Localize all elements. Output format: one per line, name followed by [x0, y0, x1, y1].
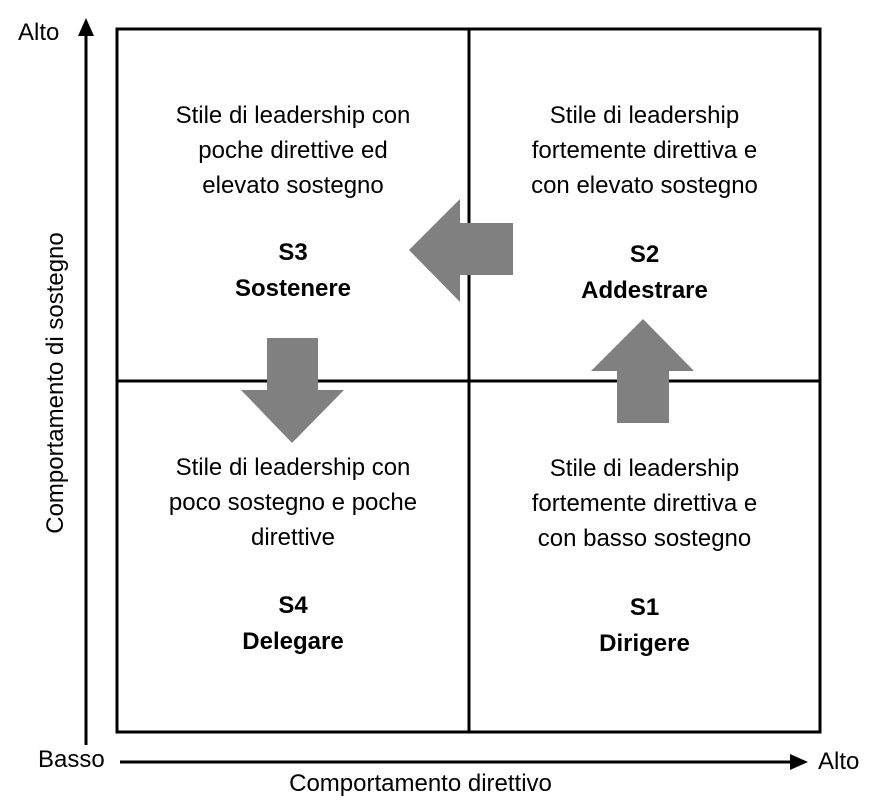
quadrant-s1-description: Stile di leadership fortemente direttiva…	[531, 455, 758, 552]
y-axis-arrowhead	[78, 18, 94, 36]
quadrant-s4-name: Delegare	[242, 628, 344, 655]
quadrant-s2: Stile di leadership fortemente direttiva…	[469, 98, 820, 309]
quadrant-s2-name: Addestrare	[581, 277, 708, 304]
quadrant-s2-code: S2	[629, 241, 660, 268]
quadrant-s3-description: Stile di leadership con poche direttive …	[175, 102, 411, 199]
quadrant-s1-code: S1	[629, 594, 660, 621]
x-axis-high-label: Alto	[818, 748, 860, 775]
y-axis-label: Comportamento di sostegno	[42, 232, 69, 534]
quadrant-s4-description: Stile di leadership con poco sostegno e …	[168, 454, 418, 551]
quadrant-s4-code: S4	[278, 592, 308, 619]
quadrant-s2-description: Stile di leadership fortemente direttiva…	[531, 102, 758, 199]
quadrant-s1-name: Dirigere	[599, 630, 690, 657]
x-axis-label: Comportamento direttivo	[289, 770, 552, 797]
arrow-down-icon	[241, 338, 344, 443]
arrow-left-icon	[409, 199, 513, 302]
axis-origin-label: Basso	[38, 746, 105, 773]
quadrant-s3: Stile di leadership con poche direttive …	[117, 98, 469, 307]
quadrant-s3-name: Sostenere	[234, 275, 352, 302]
x-axis-arrowhead	[790, 754, 808, 770]
quadrant-s1: Stile di leadership fortemente direttiva…	[469, 451, 820, 662]
y-axis-high-label: Alto	[18, 19, 60, 46]
quadrant-s4: Stile di leadership con poco sostegno e …	[117, 450, 469, 660]
quadrant-s3-code: S3	[278, 239, 308, 266]
arrow-up-icon	[591, 319, 694, 423]
